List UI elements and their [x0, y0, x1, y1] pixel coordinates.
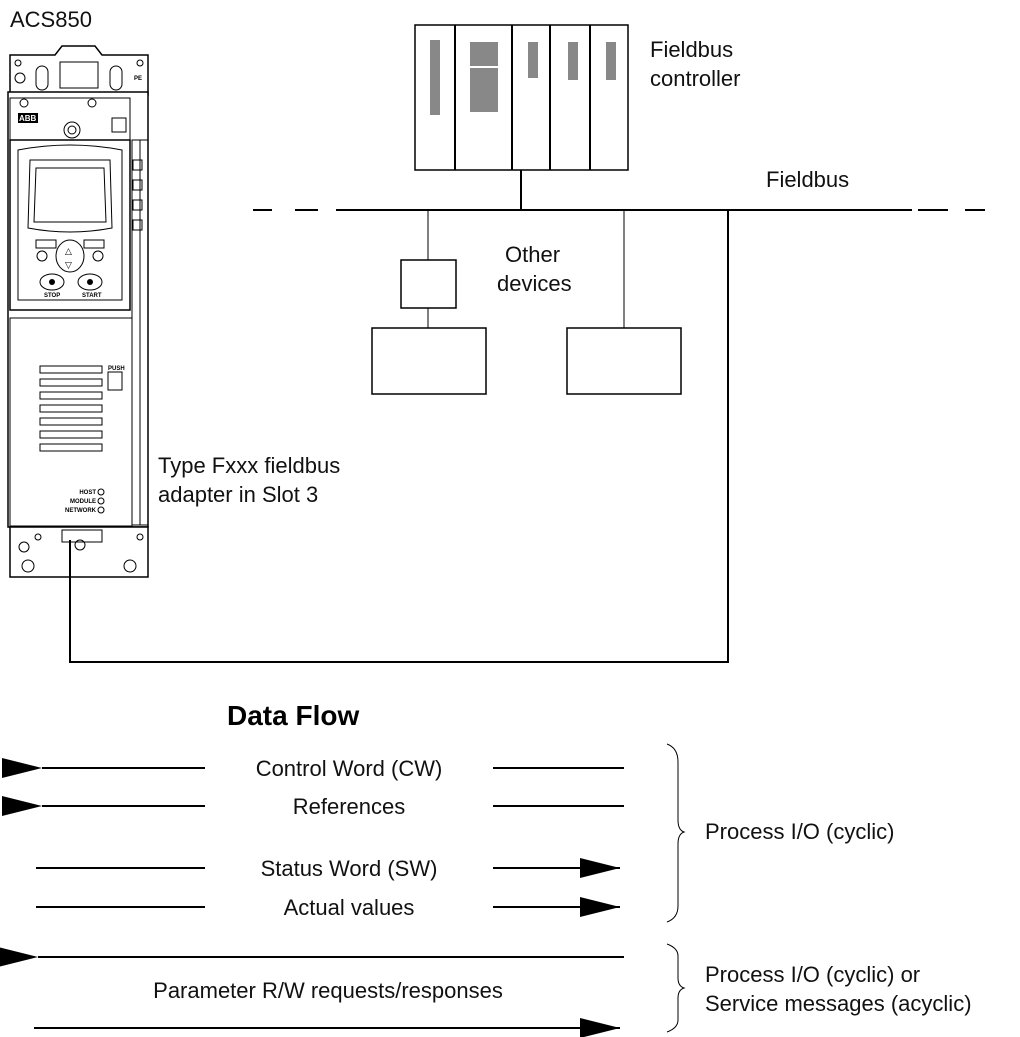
process-io-cyclic-label: Process I/O (cyclic): [705, 819, 894, 844]
data-flow-title: Data Flow: [227, 700, 359, 731]
adapter-label-line1: Type Fxxx fieldbus: [158, 453, 340, 478]
led-module-label: MODULE: [70, 499, 96, 505]
led-host-label: HOST: [79, 490, 96, 496]
controller-label-line2: controller: [650, 66, 740, 91]
parameter-rw-label: Parameter R/W requests/responses: [153, 978, 503, 1003]
adapter-label-line2: adapter in Slot 3: [158, 482, 318, 507]
actual-values-label: Actual values: [284, 895, 415, 920]
start-key-label: START: [82, 293, 102, 299]
references-label: References: [293, 794, 406, 819]
other-devices-label-line1: Other: [505, 242, 560, 267]
fieldbus-controller: [414, 24, 629, 171]
other-devices-label-line2: devices: [497, 271, 572, 296]
led-network-label: NETWORK: [65, 508, 97, 514]
status-word-label: Status Word (SW): [261, 856, 438, 881]
other-devices: [371, 210, 682, 395]
stop-key-label: STOP: [44, 293, 60, 299]
brace-group1: [666, 743, 686, 923]
service-messages-label: Service messages (acyclic): [705, 991, 972, 1016]
process-io-or-label: Process I/O (cyclic) or: [705, 962, 920, 987]
push-label: PUSH: [108, 366, 125, 372]
fieldbus-label: Fieldbus: [766, 167, 849, 192]
brace-group2: [666, 943, 686, 1033]
svg-text:△: △: [65, 247, 72, 257]
svg-text:▽: ▽: [65, 261, 72, 271]
control-word-label: Control Word (CW): [256, 756, 443, 781]
abb-logo-text: ABB: [19, 114, 37, 123]
fieldbus-line: [253, 170, 985, 211]
pe-mark: PE: [134, 76, 142, 82]
drive-name-label: ACS850: [10, 7, 92, 32]
adapter-fieldbus-cable: [69, 210, 729, 663]
abb-logo-icon: [18, 113, 38, 123]
controller-label-line1: Fieldbus: [650, 37, 733, 62]
acs850-drive: PE ABB △ ▽ STOP: [7, 45, 149, 578]
